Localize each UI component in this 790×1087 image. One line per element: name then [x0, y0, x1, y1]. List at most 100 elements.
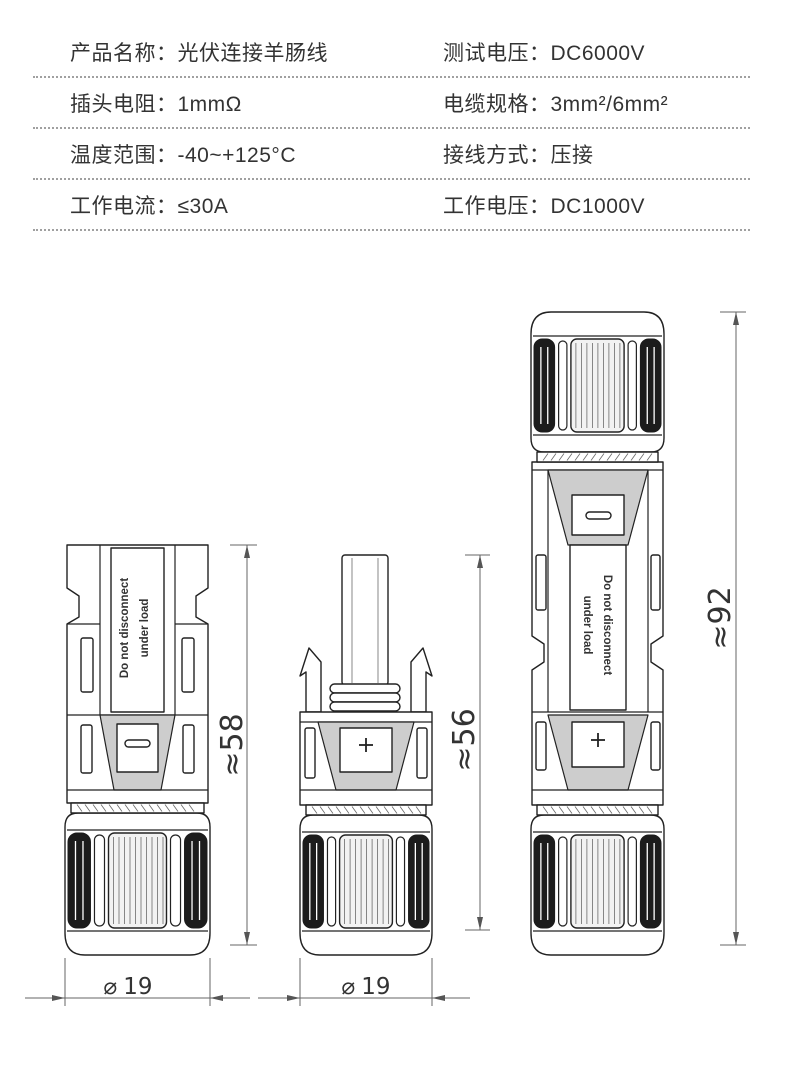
spec-row: 工作电流：≤30A 工作电压：DC1000V — [33, 180, 750, 231]
nut-thread-line — [558, 453, 565, 461]
assembled-bottom-nut — [530, 804, 665, 956]
spec-cell: 电缆规格：3mm²/6mm² — [443, 88, 750, 118]
spec-cell: 工作电压：DC1000V — [443, 190, 750, 220]
nut-grip-rib-outline — [169, 834, 182, 927]
female-warning-label: Do not disconnect under load — [119, 578, 151, 678]
warning-text-line-2: under load — [581, 596, 593, 655]
spec-value: 1mmΩ — [177, 92, 242, 116]
minus-slot-icon — [585, 511, 612, 520]
nut-thread-line — [391, 806, 398, 814]
nut-thread-line — [156, 804, 163, 812]
female-label-panel — [110, 547, 165, 713]
nut-thread-line — [116, 804, 123, 812]
male-coupling-nut — [299, 804, 433, 956]
nut-thread-line — [542, 453, 549, 461]
spec-label: 温度范围： — [70, 143, 178, 167]
nut-grip-rib-outline — [627, 836, 637, 927]
nut-grip-rib-outline — [93, 834, 106, 927]
nut-thread-ring — [536, 451, 659, 463]
nut-thread-line — [646, 453, 653, 461]
spec-value: 压接 — [550, 143, 594, 167]
nut-thread-line — [335, 806, 342, 814]
assembled-height-label: ≈92 — [703, 586, 738, 649]
female-height-label: ≈58 — [215, 713, 250, 776]
arrowhead — [733, 932, 739, 945]
spec-label: 工作电流： — [70, 194, 178, 218]
male-seal-ring — [329, 692, 401, 703]
assembled-lower-window-left — [535, 721, 547, 771]
nut-thread-line — [383, 806, 390, 814]
nut-grip-rib-center — [338, 834, 394, 929]
nut-thread-line — [343, 806, 350, 814]
male-height-label: ≈56 — [447, 708, 482, 771]
nut-grip-rib-outline — [395, 836, 406, 927]
nut-thread-line — [327, 806, 334, 814]
nut-thread-line — [375, 806, 382, 814]
nut-thread-line — [622, 453, 629, 461]
nut-grip-rib-dark — [639, 338, 662, 433]
arrowhead — [244, 932, 250, 945]
nut-thread-line — [558, 806, 565, 814]
female-lower-window-left — [80, 724, 93, 774]
nut-thread-line — [614, 806, 621, 814]
nut-thread-line — [582, 806, 589, 814]
arrowhead — [733, 312, 739, 325]
spec-value: 光伏连接羊肠线 — [177, 41, 328, 65]
spec-row: 插头电阻：1mmΩ 电缆规格：3mm²/6mm² — [33, 78, 750, 129]
spec-value: ≤30A — [177, 194, 229, 218]
diameter-symbol: ⌀ — [103, 974, 117, 1000]
nut-thread-line — [638, 806, 645, 814]
female-height-dimension: ≈58 — [215, 544, 257, 946]
nut-thread-line — [164, 804, 171, 812]
diameter-value: 19 — [123, 974, 152, 1000]
male-window-left — [304, 727, 316, 779]
nut-thread-line — [399, 806, 406, 814]
male-seal-ring — [329, 701, 401, 712]
nut-thread-line — [108, 804, 115, 812]
spec-label: 产品名称： — [70, 41, 178, 65]
nut-grip-rib-outline — [558, 340, 568, 431]
spec-value: DC6000V — [550, 41, 646, 65]
nut-thread-line — [598, 806, 605, 814]
nut-thread-line — [351, 806, 358, 814]
nut-thread-line — [566, 453, 573, 461]
nut-grip-rib-dark — [533, 834, 556, 929]
arrowhead — [287, 995, 300, 1001]
assembled-lower-window-right — [650, 721, 661, 771]
female-diameter-dimension: ⌀19 — [25, 958, 250, 1006]
nut-thread-line — [614, 453, 621, 461]
male-window-right — [416, 727, 428, 779]
assembled-window-left — [535, 554, 547, 611]
nut-grip-rib-dark — [533, 338, 556, 433]
nut-thread-line — [367, 806, 374, 814]
nut-thread-line — [76, 804, 83, 812]
assembled-connector: Do not disconnect under load — [531, 461, 664, 806]
male-contact-pin — [341, 554, 389, 686]
nut-thread-ring — [536, 804, 659, 816]
spec-row: 产品名称：光伏连接羊肠线 测试电压：DC6000V — [33, 27, 750, 78]
nut-thread-line — [311, 806, 318, 814]
nut-thread-line — [319, 806, 326, 814]
spec-cell: 插头电阻：1mmΩ — [33, 88, 443, 118]
spec-row: 温度范围：-40~+125°C 接线方式：压接 — [33, 129, 750, 180]
nut-thread-line — [606, 806, 613, 814]
nut-thread-line — [124, 804, 131, 812]
nut-thread-line — [630, 453, 637, 461]
arrowhead — [52, 995, 65, 1001]
plus-polarity-icon — [591, 733, 605, 747]
male-height-dimension: ≈56 — [447, 554, 490, 931]
nut-thread-line — [180, 804, 187, 812]
spec-value: 3mm²/6mm² — [550, 92, 669, 116]
nut-thread-line — [638, 453, 645, 461]
nut-thread-line — [132, 804, 139, 812]
assembled-upper-latch-window — [571, 494, 625, 536]
nut-thread-line — [550, 806, 557, 814]
nut-thread-line — [84, 804, 91, 812]
warning-text-line-1: Do not disconnect — [601, 575, 613, 675]
assembled-height-dimension: ≈92 — [703, 311, 746, 946]
spec-cell: 温度范围：-40~+125°C — [33, 139, 443, 169]
female-latch-window — [116, 723, 159, 773]
nut-thread-line — [415, 806, 422, 814]
nut-thread-line — [574, 453, 581, 461]
arrowhead — [477, 555, 483, 568]
